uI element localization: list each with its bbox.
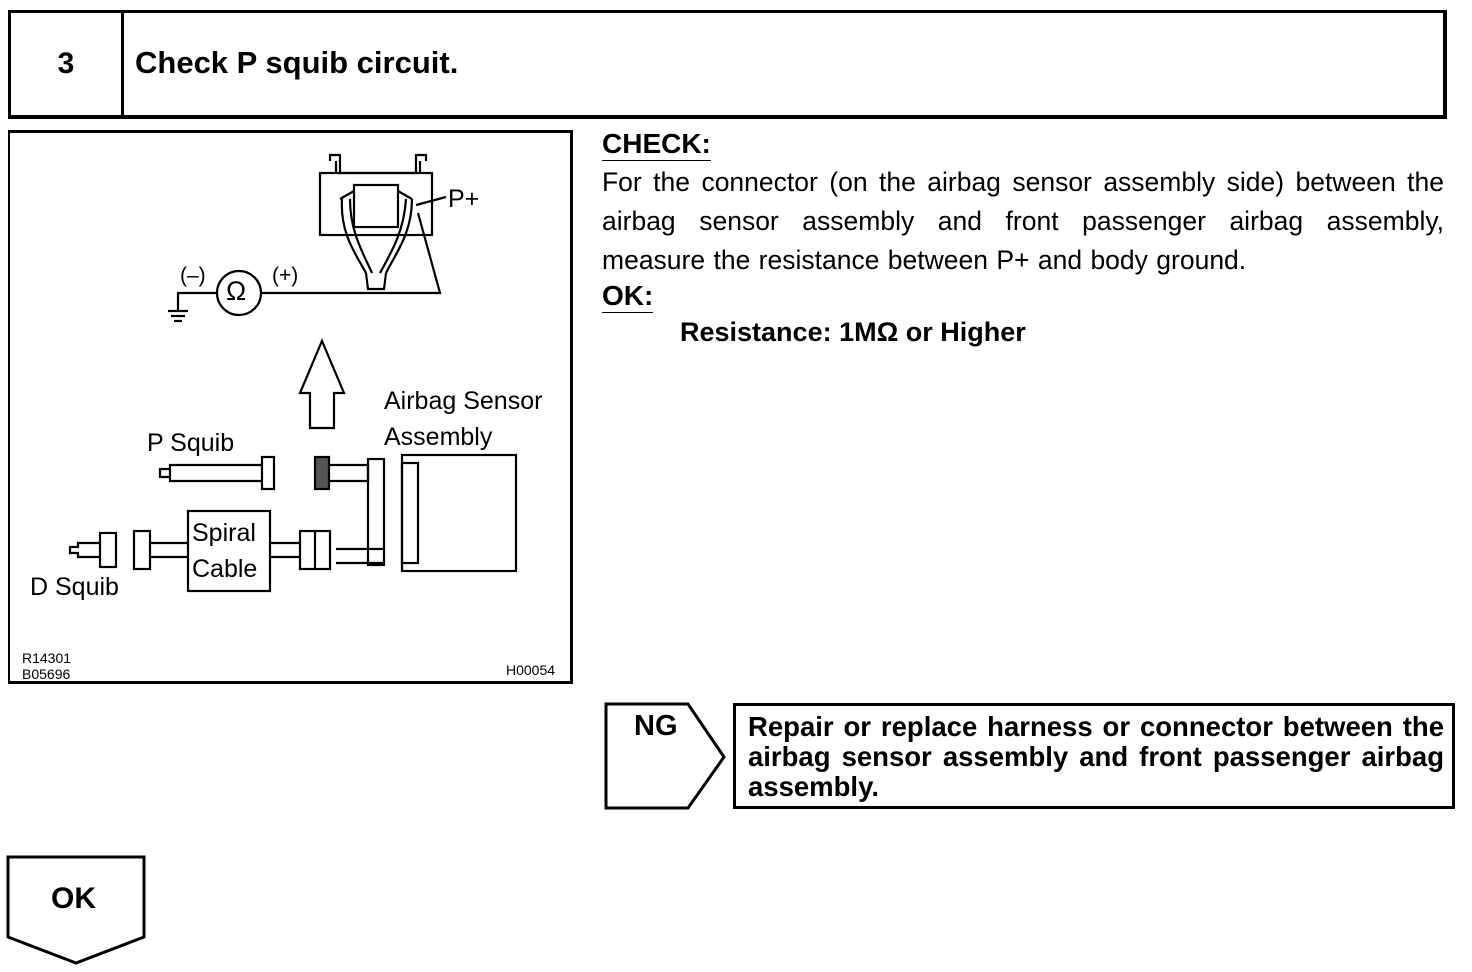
plus-label: (+)	[272, 264, 299, 287]
ground-symbol	[168, 309, 188, 323]
airbag-sensor-label-line1: Airbag Sensor	[384, 387, 543, 415]
sensor-connector-bar	[366, 457, 386, 567]
airbag-sensor-label-line2: Assembly	[384, 423, 493, 451]
probe-lead-minus	[176, 291, 217, 311]
spiral-cable-box	[186, 509, 272, 593]
ok-specification: Resistance: 1MΩ or Higher	[680, 317, 1026, 348]
p-plus-label: P+	[448, 185, 480, 213]
ng-label: NG	[634, 710, 678, 742]
ok-arrow-shape	[6, 855, 146, 965]
airbag-sensor-box	[400, 453, 518, 573]
check-instructions: For the connector (on the airbag sensor …	[602, 167, 1444, 276]
ng-arrow-shape	[604, 702, 726, 810]
ohm-symbol: Ω	[226, 276, 247, 306]
circuit-diagram-drawing	[68, 153, 518, 593]
spiral-cable-label-line2: Cable	[192, 555, 258, 583]
step-header: 3 Check P squib circuit.	[8, 10, 1447, 119]
d-squib-label: D Squib	[30, 573, 119, 601]
ng-repair-action: Repair or replace harness or connector b…	[733, 703, 1455, 809]
p-squib-label: P Squib	[147, 429, 235, 457]
ok-branch-label: OK	[51, 882, 96, 915]
check-heading: CHECK:	[602, 128, 711, 162]
p-squib-body	[168, 463, 262, 483]
connector-body	[318, 171, 434, 237]
figure-code-1: R14301	[22, 650, 72, 666]
p-plus-leader	[415, 195, 447, 207]
up-arrow	[298, 338, 346, 430]
step-number: 3	[11, 13, 124, 115]
check-section: CHECK: For the connector (on the airbag …	[602, 128, 1444, 348]
d-squib-body	[68, 541, 100, 559]
ok-heading: OK:	[602, 280, 654, 314]
wire-right	[385, 198, 414, 274]
minus-label: (–)	[180, 264, 206, 287]
hatched-connector	[313, 455, 331, 491]
connector-latch	[328, 153, 428, 175]
probe-lead-plus	[260, 212, 442, 295]
figure-code-3: H00054	[506, 662, 556, 678]
spiral-cable-label-line1: Spiral	[192, 519, 256, 547]
step-title: Check P squib circuit.	[135, 45, 459, 80]
figure-code-2: B05696	[22, 666, 71, 682]
circuit-figure: P+ (–) (+) Ω Airbag Sensor Assembly P Sq…	[8, 130, 573, 684]
wire-left	[340, 198, 367, 274]
